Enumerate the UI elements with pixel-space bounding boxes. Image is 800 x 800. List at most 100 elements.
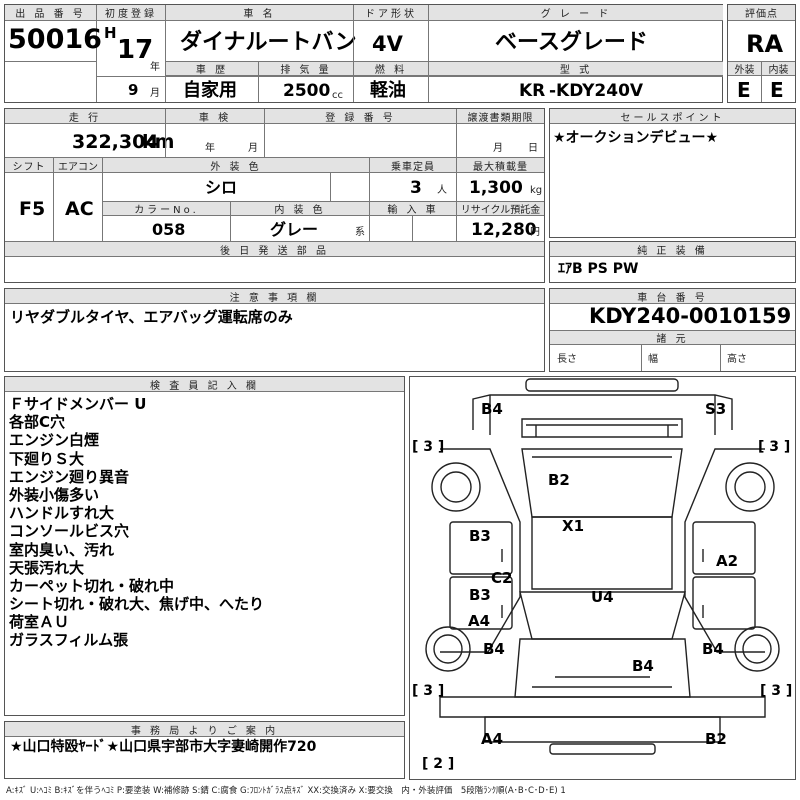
- inspector-label: 検 査 員 記 入 欄: [5, 377, 404, 392]
- transfer-label: 譲渡書類期限: [457, 109, 544, 124]
- tire-rating: [ 3 ]: [760, 683, 793, 699]
- max-load-unit: kg: [530, 185, 543, 196]
- damage-mark: A4: [481, 730, 504, 748]
- score: RA: [746, 30, 784, 58]
- inspection-month-unit: 月: [248, 143, 258, 154]
- tire-rating: [ 3 ]: [758, 439, 791, 455]
- name-label: 車 名: [166, 5, 353, 21]
- displacement: 2500: [283, 81, 331, 101]
- displacement-label: 排 気 量: [259, 62, 353, 76]
- spec-label: 諸 元: [550, 331, 795, 345]
- office-block: [4, 721, 405, 779]
- tire-rating: [ 3 ]: [412, 439, 445, 455]
- mileage-unit: km: [142, 131, 175, 153]
- vehicle-outline: [425, 378, 780, 755]
- note-line: ハンドルすれ大: [9, 504, 115, 523]
- doors: 4V: [372, 32, 403, 56]
- exterior-label: 外装: [728, 62, 761, 76]
- legend: A:ｷｽﾞ U:ﾍｺﾐ B:ｷｽﾞを伴うﾍｺﾐ P:要塗装 W:補修跡 S:錆 …: [6, 786, 566, 796]
- fuel: 軽油: [370, 80, 406, 101]
- chassis-label: 車 台 番 号: [550, 289, 795, 304]
- exterior-grade: E: [737, 78, 751, 102]
- model-code: -KDY240V: [549, 81, 644, 101]
- displacement-unit: cc: [332, 90, 343, 101]
- int-color-label: 内 装 色: [231, 202, 369, 216]
- transfer-day-unit: 日: [528, 143, 538, 154]
- note-line: 荷室ＡＵ: [9, 613, 70, 632]
- recycle-fee: 12,280: [471, 220, 537, 240]
- shift: F5: [19, 198, 46, 220]
- equipment-block: [549, 241, 796, 283]
- note-line: 外装小傷多い: [9, 485, 100, 504]
- mileage-label: 走 行: [5, 109, 165, 124]
- interior-grade: E: [770, 78, 784, 102]
- note-line: Ｆサイドメンバー U: [9, 395, 147, 413]
- note-line: カーペット切れ・破れ中: [9, 576, 175, 595]
- first-reg-month: 9: [128, 81, 139, 99]
- sales-point-text: ★オークションデビュー★: [553, 130, 719, 146]
- capacity-label: 乗車定員: [370, 158, 456, 173]
- tire-rating: [ 2 ]: [422, 756, 455, 772]
- caution-block: [4, 288, 545, 372]
- history-label: 車 歴: [166, 62, 258, 76]
- equipment-label: 純 正 装 備: [550, 242, 795, 257]
- vehicle-diagram: B4 S3 B2 X1 B3 A2 C2 B3 U4 A4 B4 B4 B4 A…: [409, 376, 796, 780]
- note-line: コンソールビス穴: [9, 522, 130, 541]
- mileage: 322,304: [72, 131, 159, 153]
- damage-mark: A2: [716, 552, 739, 570]
- note-line: ガラスフィルム張: [9, 631, 129, 650]
- score-block: [727, 4, 796, 103]
- model-prefix: KR: [519, 81, 546, 101]
- note-line: シート切れ・破れ大、焦げ中、へたり: [9, 595, 265, 614]
- recycle-label: リサイクル預託金: [457, 202, 544, 216]
- height-label: 高さ: [727, 354, 747, 365]
- office-label: 事 務 局 よ り ご 案 内: [5, 722, 404, 737]
- damage-mark: S3: [705, 400, 727, 418]
- note-line: エンジン廻り異音: [9, 467, 130, 486]
- era: H: [104, 24, 117, 42]
- transfer-month-unit: 月: [493, 143, 503, 154]
- ac-label: エアコン: [54, 158, 102, 173]
- interior-label: 内装: [762, 62, 795, 76]
- color-no-label: カラーNo.: [103, 202, 230, 216]
- lot-no-label: 出 品 番 号: [5, 5, 96, 21]
- width-label: 幅: [648, 354, 658, 365]
- fuel-label: 燃 料: [354, 62, 428, 76]
- caution-text: リヤダブルタイヤ、エアバッグ運転席のみ: [10, 308, 293, 326]
- sales-point-block: [549, 108, 796, 238]
- shift-label: シフト: [5, 158, 53, 173]
- doors-label: ドア形状: [354, 5, 428, 21]
- note-line: 各部C穴: [9, 413, 66, 432]
- details-block: [4, 108, 545, 283]
- note-line: 天張汚れ大: [9, 558, 85, 577]
- ext-color: シロ: [205, 178, 238, 197]
- damage-mark: C2: [491, 569, 513, 587]
- grade: ベースグレード: [495, 30, 648, 55]
- capacity: 3: [410, 178, 422, 198]
- chassis-number: KDY240-0010159: [589, 304, 792, 328]
- inspector-block: [4, 376, 405, 716]
- score-label: 評価点: [728, 5, 795, 21]
- note-line: エンジン白煙: [9, 431, 100, 450]
- grade-label: グ レ ー ド: [429, 5, 723, 21]
- import-label: 輸 入 車: [370, 202, 456, 216]
- ac: AC: [65, 198, 94, 220]
- later-parts-label: 後 日 発 送 部 品: [5, 242, 544, 257]
- first-reg-label: 初度登録: [97, 5, 165, 21]
- ext-color-label: 外 装 色: [103, 158, 369, 173]
- damage-mark: B4: [632, 657, 654, 675]
- damage-mark: B2: [548, 471, 570, 489]
- month-unit: 月: [150, 88, 160, 99]
- damage-mark: U4: [591, 588, 614, 606]
- length-label: 長さ: [557, 354, 577, 365]
- tire-rating: [ 3 ]: [412, 683, 445, 699]
- header-block: [4, 4, 723, 103]
- capacity-unit: 人: [437, 185, 447, 196]
- first-reg-year: 17: [117, 35, 154, 65]
- reg-no-label: 登 録 番 号: [265, 109, 456, 124]
- office-text: ★山口特殴ﾔｰﾄﾞ★山口県宇部市大字妻崎開作720: [10, 739, 317, 755]
- inspector-notes: Ｆサイドメンバー U 各部C穴 エンジン白煙 下廻りＳ大 エンジン廻り異音 外装…: [9, 395, 264, 650]
- damage-mark: B4: [702, 640, 724, 658]
- note-line: 室内臭い、汚れ: [9, 540, 115, 559]
- damage-mark: B4: [483, 640, 505, 658]
